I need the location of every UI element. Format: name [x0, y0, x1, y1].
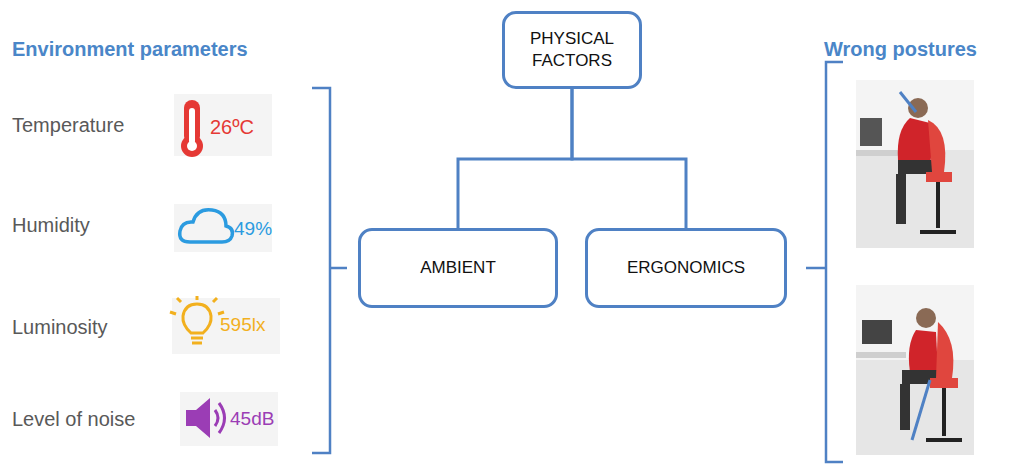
tree-connector — [572, 89, 686, 228]
category-box: AMBIENT — [358, 228, 558, 308]
posture-photo — [856, 80, 974, 248]
group-heading: Wrong postures — [824, 38, 977, 61]
parameter-label: 26ºC — [210, 116, 254, 139]
bulb-icon — [170, 296, 224, 343]
icon-ground — [174, 204, 272, 252]
box-label: PHYSICAL FACTORS — [517, 28, 627, 72]
icon-ground — [180, 392, 278, 446]
parameter-label: Humidity — [12, 214, 90, 237]
category-box: PHYSICAL FACTORS — [502, 11, 642, 89]
box-label: AMBIENT — [420, 257, 496, 279]
icon-ground — [172, 298, 280, 354]
group-heading: Environment parameters — [12, 38, 248, 61]
parameter-label: 595lx — [220, 314, 265, 336]
parameter-label: Temperature — [12, 114, 124, 137]
bracket — [806, 62, 843, 462]
posture-photo — [856, 285, 974, 455]
cloud-icon — [180, 210, 233, 242]
parameter-label: Luminosity — [12, 316, 108, 339]
bracket — [312, 88, 347, 453]
tree-connector — [458, 89, 572, 228]
speaker-icon — [186, 398, 225, 438]
category-box: ERGONOMICS — [585, 228, 787, 308]
parameter-label: Level of noise — [12, 408, 135, 431]
parameter-label: 49% — [234, 218, 272, 240]
thermometer-icon — [181, 100, 203, 157]
box-label: ERGONOMICS — [627, 257, 745, 279]
icon-ground — [174, 94, 272, 156]
parameter-label: 45dB — [230, 408, 274, 430]
